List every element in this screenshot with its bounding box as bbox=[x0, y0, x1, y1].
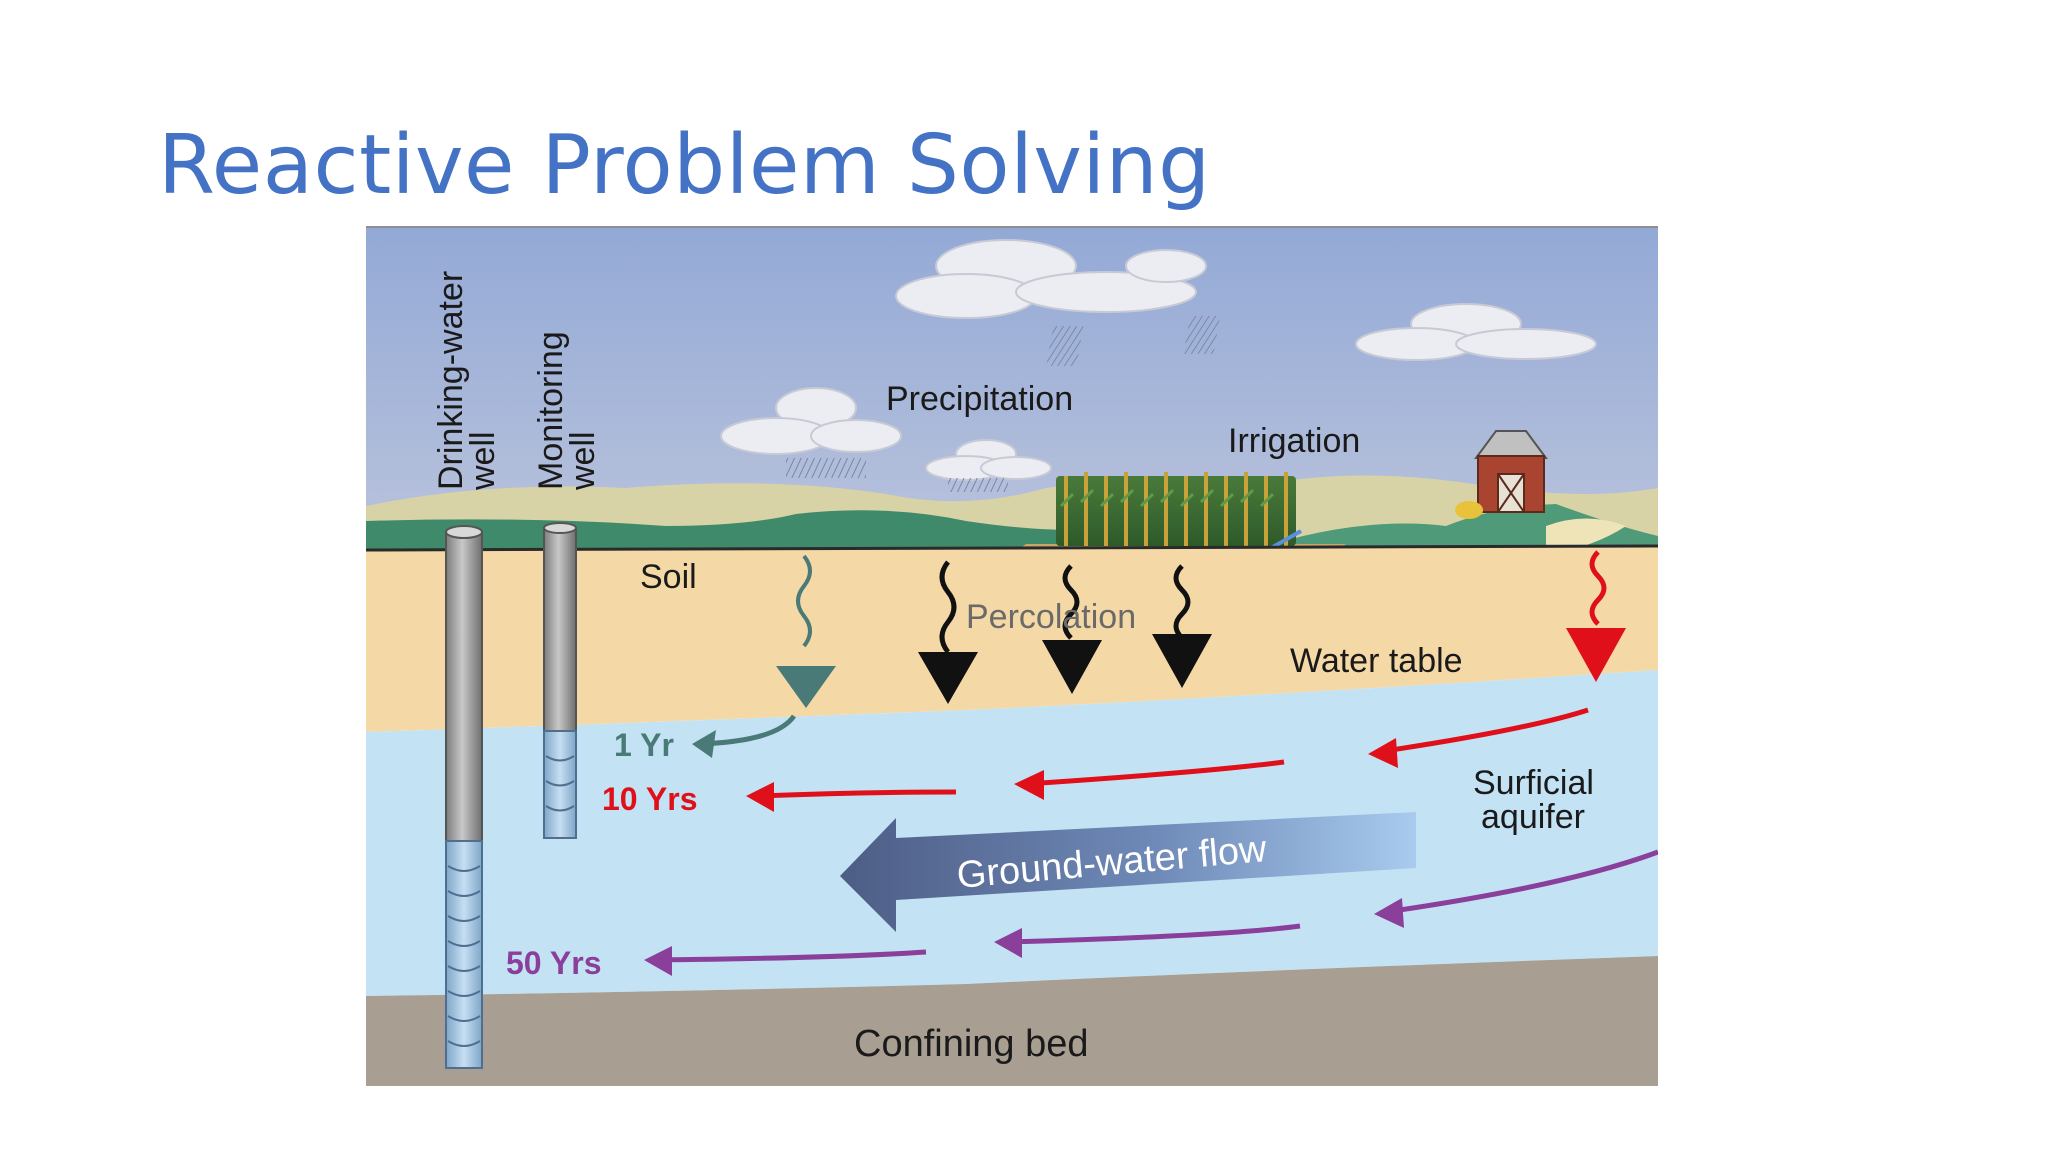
percolation-arrow bbox=[918, 560, 978, 704]
flow-arrow-50yr bbox=[644, 946, 927, 976]
travel-time-1yr: 1 Yr bbox=[614, 727, 674, 763]
precipitation-label: Precipitation bbox=[886, 380, 1073, 418]
cloud-icon bbox=[1355, 303, 1597, 361]
flow-arrow-50yr bbox=[1374, 849, 1658, 928]
surficial-aquifer-label: Surficial bbox=[1473, 764, 1594, 802]
slide-title: Reactive Problem Solving bbox=[158, 118, 1211, 213]
flow-arrow-10yr bbox=[1368, 707, 1589, 768]
barn-icon bbox=[1455, 430, 1548, 519]
contaminant-arrow-red bbox=[1566, 550, 1626, 682]
flow-arrow-10yr bbox=[1014, 759, 1285, 800]
drinking-water-well-label-2: well bbox=[464, 431, 502, 491]
monitoring-well-label: Monitoring bbox=[532, 331, 570, 490]
monitoring-well bbox=[543, 522, 577, 839]
groundwater-diagram: Drinking-water well Monitoring well bbox=[366, 226, 1658, 1086]
cloud-icon bbox=[925, 439, 1052, 481]
flow-arrow-10yr bbox=[746, 782, 957, 812]
monitoring-well-label-2: well bbox=[564, 431, 602, 491]
percolation-arrow bbox=[1152, 564, 1212, 688]
drinking-water-well bbox=[445, 525, 483, 1069]
confining-bed-label: Confining bed bbox=[854, 1023, 1089, 1065]
irrigation-label: Irrigation bbox=[1228, 422, 1360, 460]
cloud-icon bbox=[720, 387, 902, 455]
travel-time-50yr: 50 Yrs bbox=[506, 945, 602, 981]
percolation-arrow bbox=[1042, 564, 1102, 694]
crops-icon bbox=[1056, 472, 1302, 553]
travel-time-10yr: 10 Yrs bbox=[602, 781, 698, 817]
soil-label: Soil bbox=[640, 558, 697, 596]
cloud-icon bbox=[895, 239, 1207, 319]
confining-bed bbox=[366, 956, 1658, 1086]
drinking-water-well-label: Drinking-water bbox=[432, 271, 470, 490]
surficial-aquifer-label-2: aquifer bbox=[1481, 798, 1585, 836]
flow-arrow-50yr bbox=[994, 923, 1301, 958]
water-table-label: Water table bbox=[1290, 642, 1463, 680]
flow-arrow-1yr bbox=[692, 714, 797, 758]
percolation-arrow-grey bbox=[776, 554, 836, 708]
soil-layer bbox=[366, 546, 1658, 732]
ground-water-flow-arrow bbox=[840, 812, 1416, 932]
percolation-label: Percolation bbox=[966, 598, 1136, 636]
